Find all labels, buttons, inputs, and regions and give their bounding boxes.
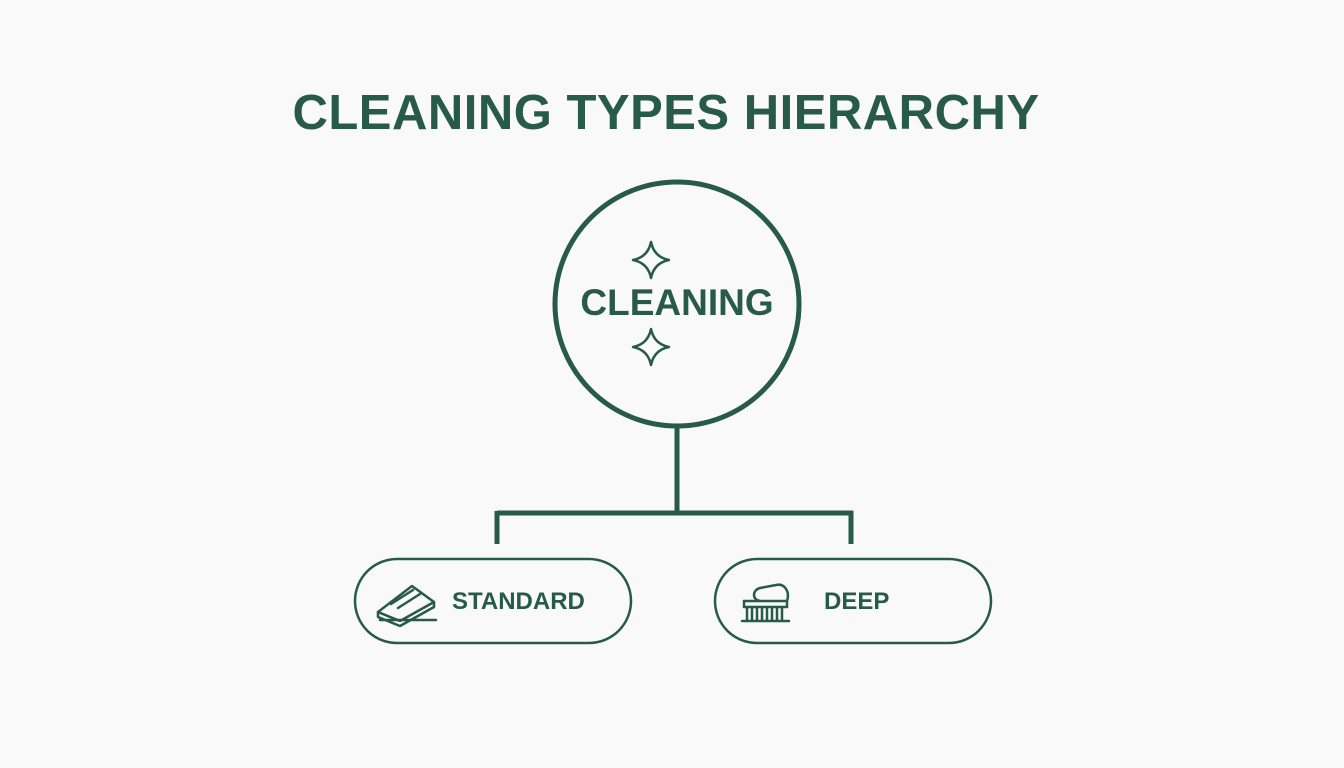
sparkle-icon: [631, 327, 671, 367]
root-node-label: CLEANING: [580, 282, 774, 323]
sponge-icon: [376, 584, 438, 628]
deep-node-box: [713, 557, 993, 645]
diagram-title: CLEANING TYPES HIERARCHY: [292, 86, 1040, 140]
standard-node-label: STANDARD: [452, 588, 585, 615]
tree-connector: [494, 426, 854, 544]
deep-node-label: DEEP: [824, 588, 890, 615]
standard-node-box: [353, 557, 633, 645]
scrub-brush-icon: [740, 583, 791, 623]
sparkle-icon: [631, 240, 671, 280]
